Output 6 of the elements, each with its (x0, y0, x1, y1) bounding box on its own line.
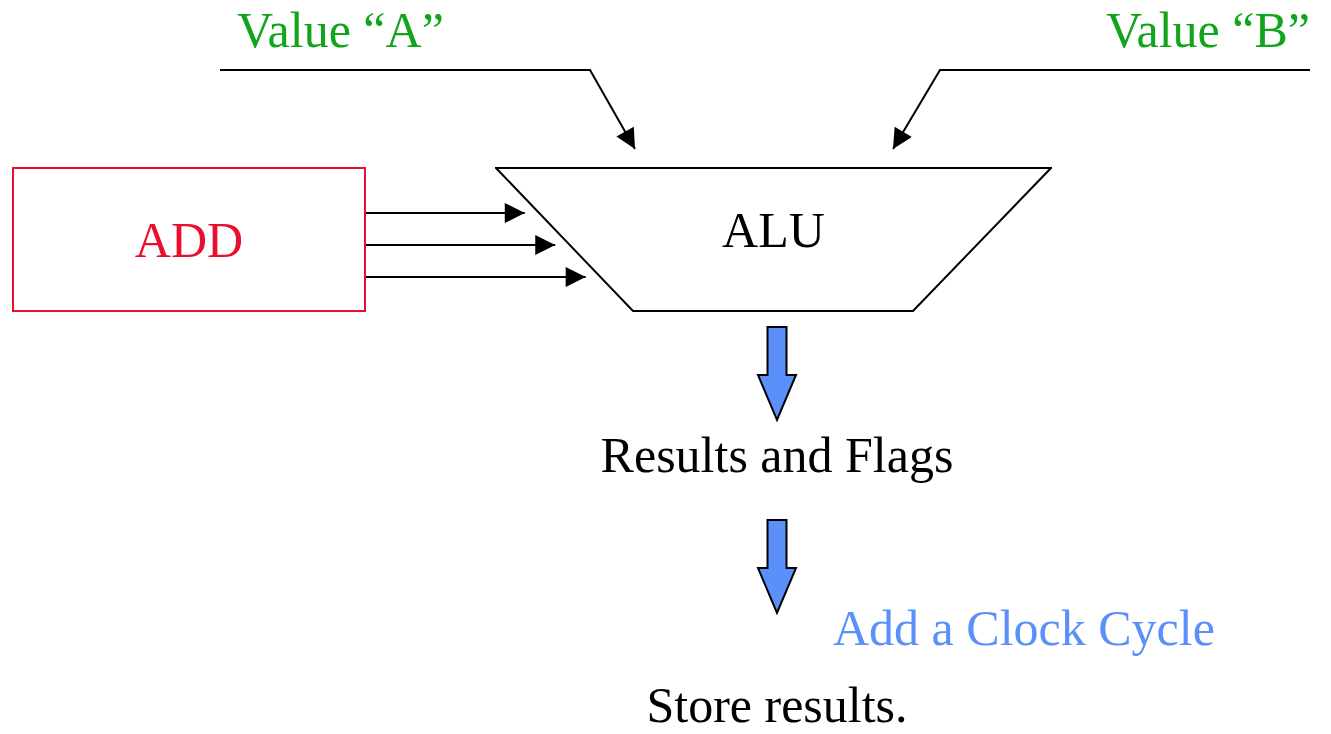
input-value-label: Value “A” (237, 5, 444, 55)
alu-label: ALU (722, 205, 825, 255)
instruction-label: ADD (134, 214, 244, 265)
instruction-box (12, 167, 366, 312)
output-text: Store results. (646, 680, 908, 730)
input-value-label: Value “B” (1105, 5, 1310, 55)
